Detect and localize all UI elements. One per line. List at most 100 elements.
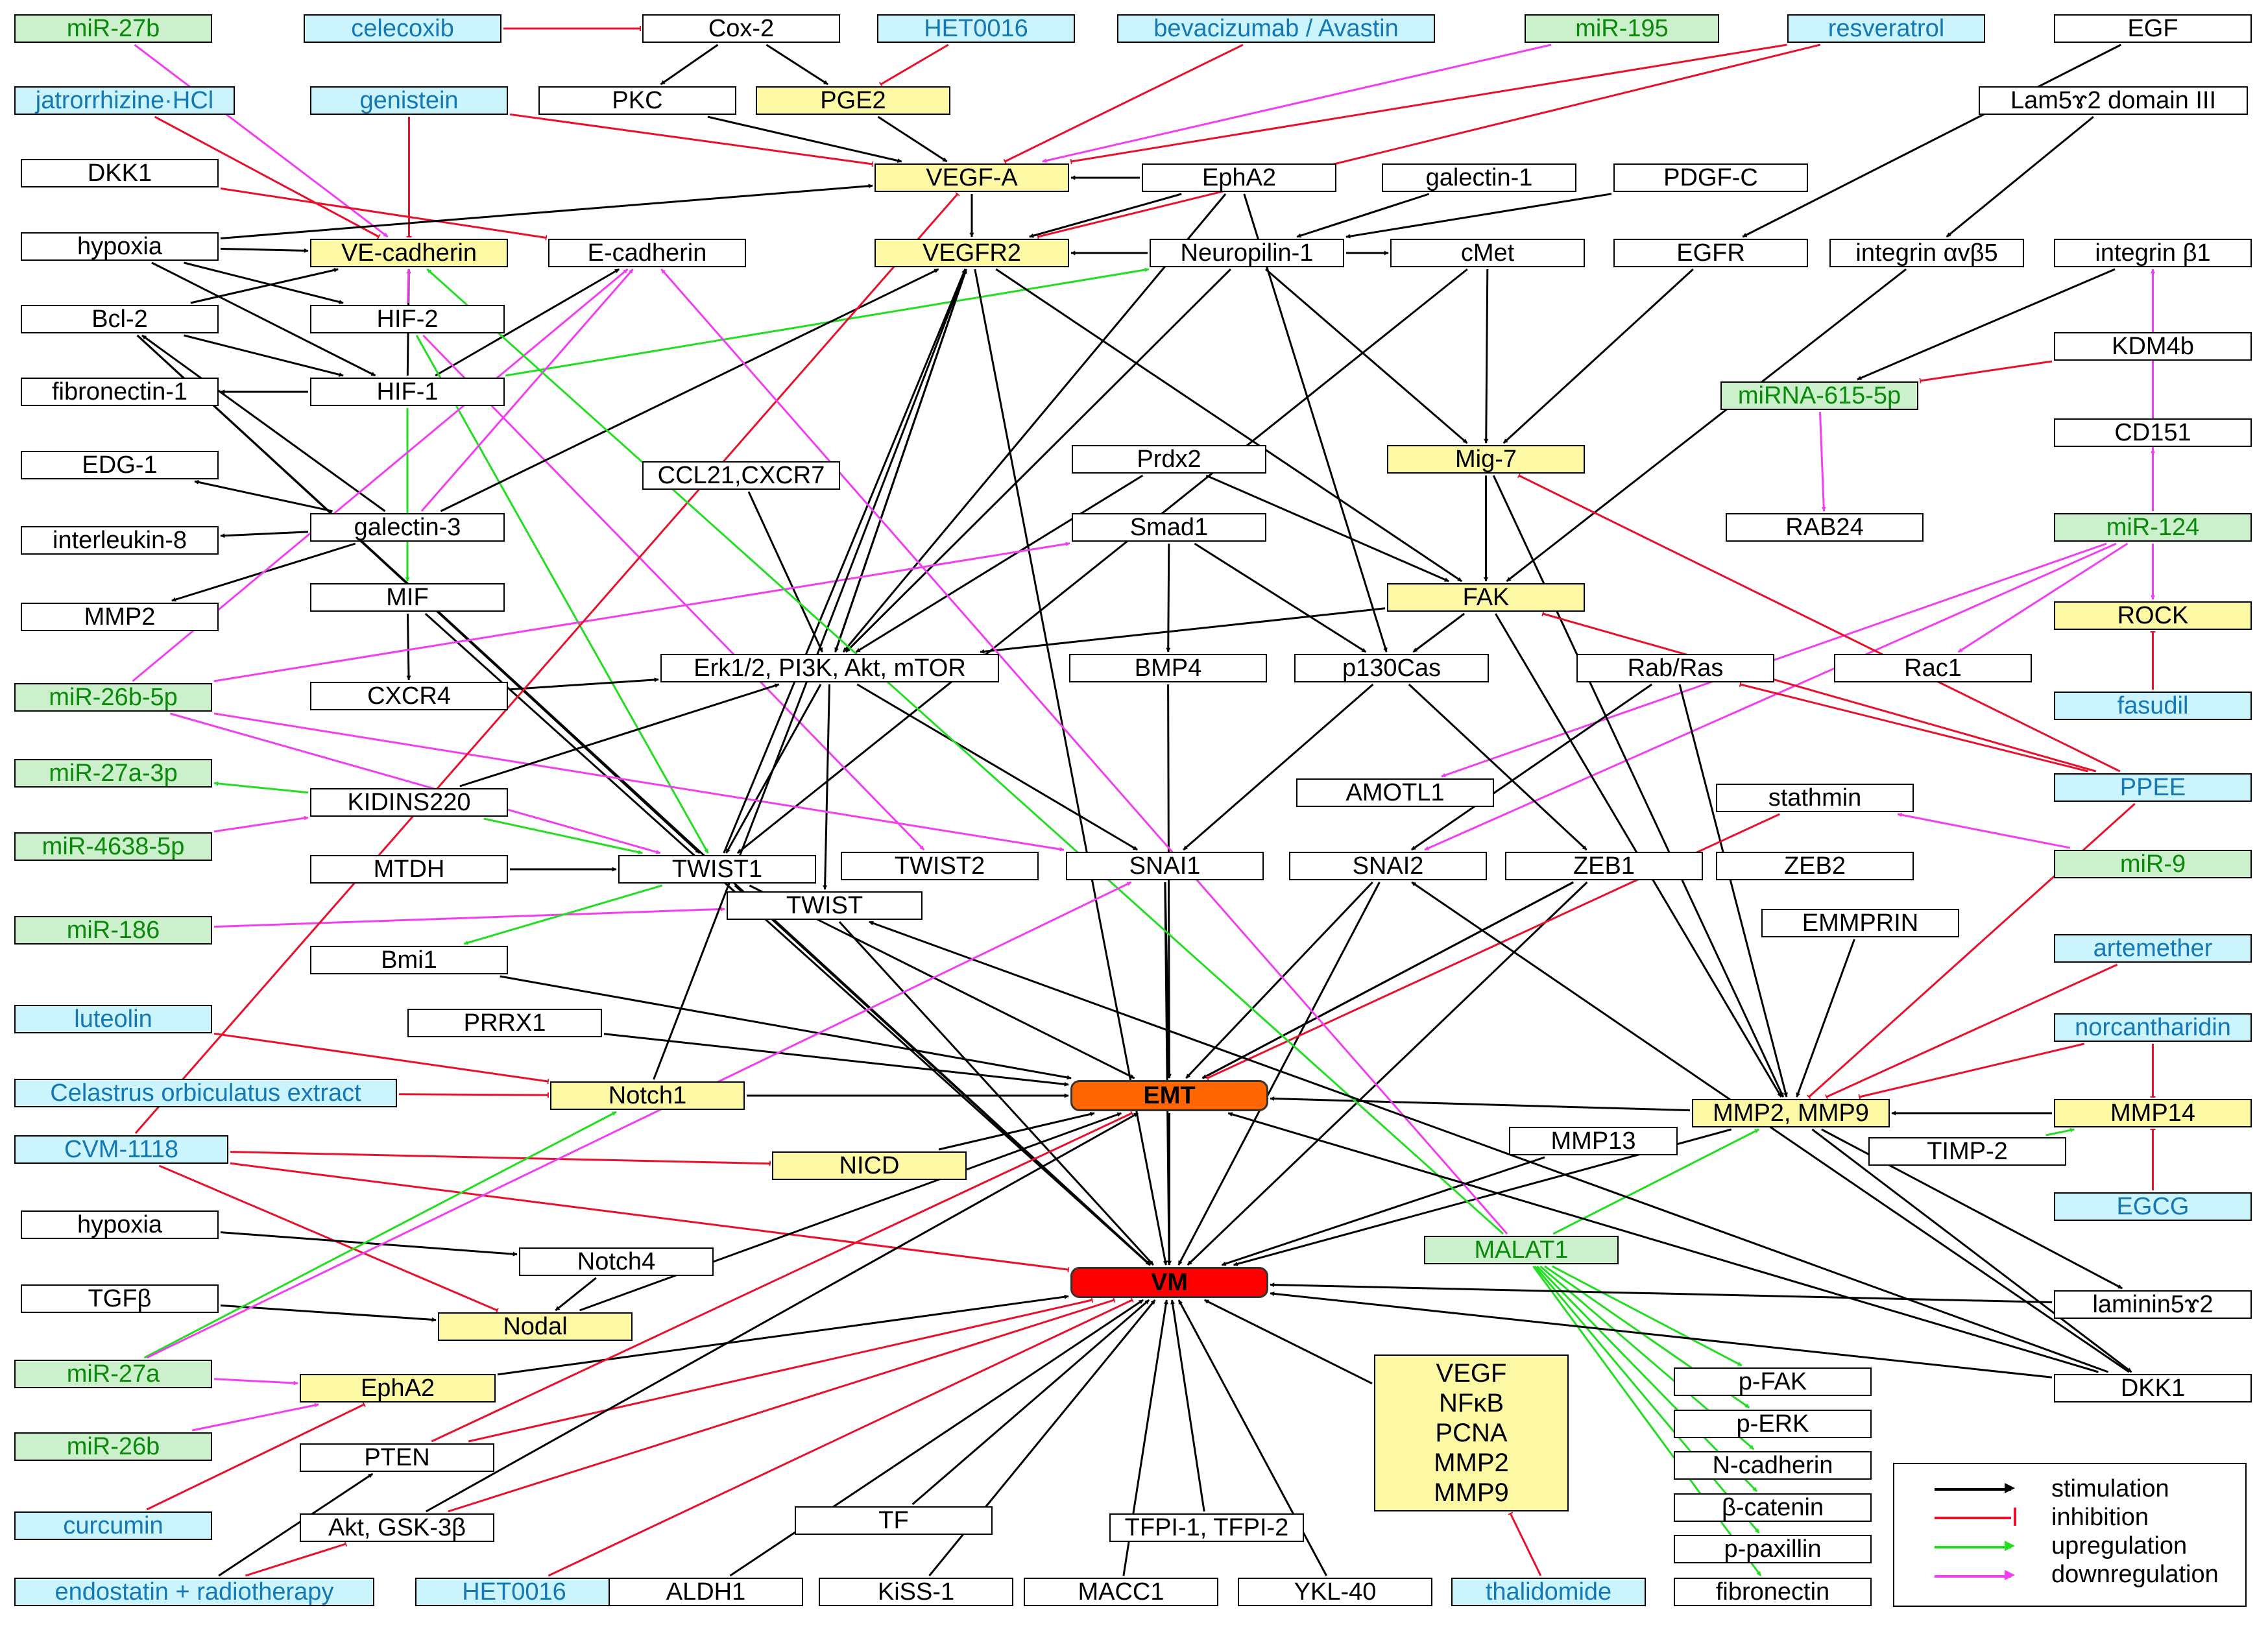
legend-upregulation-line [1935,1546,2011,1548]
node-ecad: E-cadherin [548,239,746,267]
node-smad1: Smad1 [1072,513,1266,542]
edge-fak-to-p130cas [1412,612,1465,653]
node-mir26b5p: miR-26b-5p [14,683,212,712]
edge-hypoxia1-to-vegfa [220,184,873,239]
edge-cvm1118-to-nodal [158,1164,497,1310]
edge-bcl2-to-vecad [190,267,339,304]
node-pkc: PKC [538,86,736,115]
node-malat1: MALAT1 [1424,1236,1619,1264]
edge-prdx2-to-fak [1205,474,1449,583]
edge-hif2-to-vecad [406,269,411,304]
node-cvm1118: CVM-1118 [14,1135,228,1164]
edge-epha2a-to-vegfr2 [1029,193,1182,238]
edge-galectin3-to-ecad [420,269,634,512]
node-bcl2: Bcl-2 [21,305,219,333]
edge-mir26b5p-to-snai1 [213,712,1065,852]
edge-tfpi-to-vm [1170,1299,1205,1512]
edge-hypoxia1-to-hif2 [184,261,344,304]
node-egf: EGF [2054,14,2252,43]
edge-luteolin-to-notch1 [213,1032,548,1081]
legend-markers [2005,1483,2016,1580]
node-zeb2: ZEB2 [1716,852,1914,880]
node-cox2: Cox-2 [642,14,840,43]
edge-vegfr2-to-fak [995,268,1463,583]
node-twist2: TWIST2 [841,852,1039,880]
edge-erk-to-vegfr2 [834,269,967,653]
edge-mir27b-to-vecad [134,43,389,238]
edge-mir27a-to-notch1 [143,1111,617,1359]
node-epha2b: EphA2 [300,1374,496,1402]
edge-p130cas-to-snai1 [1183,683,1374,851]
node-line: NFκB [1439,1389,1504,1417]
node-mmp2a: MMP2 [21,603,219,631]
edge-cvm1118-to-vegfa [134,194,958,1134]
edge-mif-to-cxcr4 [406,613,411,680]
node-mmp29: MMP2, MMP9 [1692,1099,1890,1127]
edge-mir186-to-twist [213,907,725,928]
node-hif1: HIF-1 [310,378,505,406]
edge-twist-to-vm [838,921,1154,1266]
node-mir27b: miR-27b [14,14,212,43]
edge-kdm4b-to-mir615 [1920,360,2053,381]
edge-malat1-to-fibronectin [1532,1266,1762,1576]
legend-downregulation-line [1935,1575,2011,1578]
edge-cox2-to-pkc [660,43,719,86]
node-mir195: miR-195 [1525,14,1719,43]
edge-mir195-to-vegfa [1042,43,1552,163]
node-mir9: miR-9 [2054,850,2252,878]
edge-twist1-to-vegfr2 [723,269,967,854]
node-galectin3: galectin-3 [310,513,505,542]
node-cd151: CD151 [2054,418,2252,447]
edge-mir26b-to-epha2b [191,1402,319,1432]
node-rock: ROCK [2054,601,2252,630]
node-perk: p-ERK [1674,1410,1872,1438]
edge-dkk1b-to-twist [869,921,2109,1373]
edge-cvm1118-to-vm [230,1162,1068,1270]
edge-rabras-to-mmp29 [1678,684,1788,1098]
edge-zeb1-to-vm [1187,881,1588,1266]
edge-mir124-to-rac1 [1957,542,2129,653]
edge-hypoxia2-to-notch4 [220,1231,518,1257]
edge-bmi1-to-emt [500,975,1072,1080]
edge-cox2-to-pge2 [766,43,828,86]
node-pdgfc: PDGF-C [1613,163,1808,192]
edge-bevacizumab-to-vegfa [1005,43,1244,162]
edge-layer [132,29,2153,1577]
edge-hif2-to-twist1 [415,335,709,854]
node-galectin1: galectin-1 [1382,163,1576,192]
node-vm: VM [1070,1267,1268,1298]
edge-nicd-to-emt [938,1112,1095,1151]
node-pten: PTEN [300,1443,494,1472]
edge-kidins-to-twist1 [483,817,643,855]
node-fak: FAK [1387,583,1585,612]
node-cmet: cMet [1390,239,1585,267]
edge-rabras-to-snai2 [1410,683,1653,851]
edge-genistein-to-vegfa [509,113,873,164]
node-twist: TWIST [727,891,923,920]
edge-ppee-to-rabras [1741,684,2088,773]
node-celastrus: Celastrus orbiculatus extract [14,1079,397,1107]
node-jatrorrhizine: jatrorrhizine·HCl [14,86,235,115]
node-kidins: KIDINS220 [310,788,508,817]
edge-itgb1-to-mir615 [1857,268,2116,381]
edge-endostatin-to-akt [245,1544,346,1577]
edge-pkc-to-vegfa [707,115,902,163]
node-line: MMP9 [1434,1478,1509,1507]
edge-tf-to-vm [911,1299,1150,1506]
node-nicd: NICD [772,1151,967,1180]
node-macc1: MACC1 [1024,1578,1218,1606]
node-bmi1: Bmi1 [310,946,508,974]
node-mir27a3p: miR-27a-3p [14,759,212,788]
edge-artemether-to-mmp29 [1826,963,2118,1097]
node-tgfb: TGFβ [21,1284,219,1313]
edge-galectin3-to-edg1 [194,479,333,512]
edge-thalidomide-to-thal-targets [1510,1513,1542,1576]
node-emmprin: EMMPRIN [1761,909,1959,937]
legend-inhibition-label: inhibition [2051,1504,2149,1531]
edge-erk-to-twist [823,684,830,890]
edge-egf-to-egfr [1742,43,2121,238]
node-lam5: Lam5ɤ2 domain III [1979,86,2248,115]
node-het0016a: HET0016 [877,14,1075,43]
edge-smad1-to-p130cas [1194,542,1367,653]
